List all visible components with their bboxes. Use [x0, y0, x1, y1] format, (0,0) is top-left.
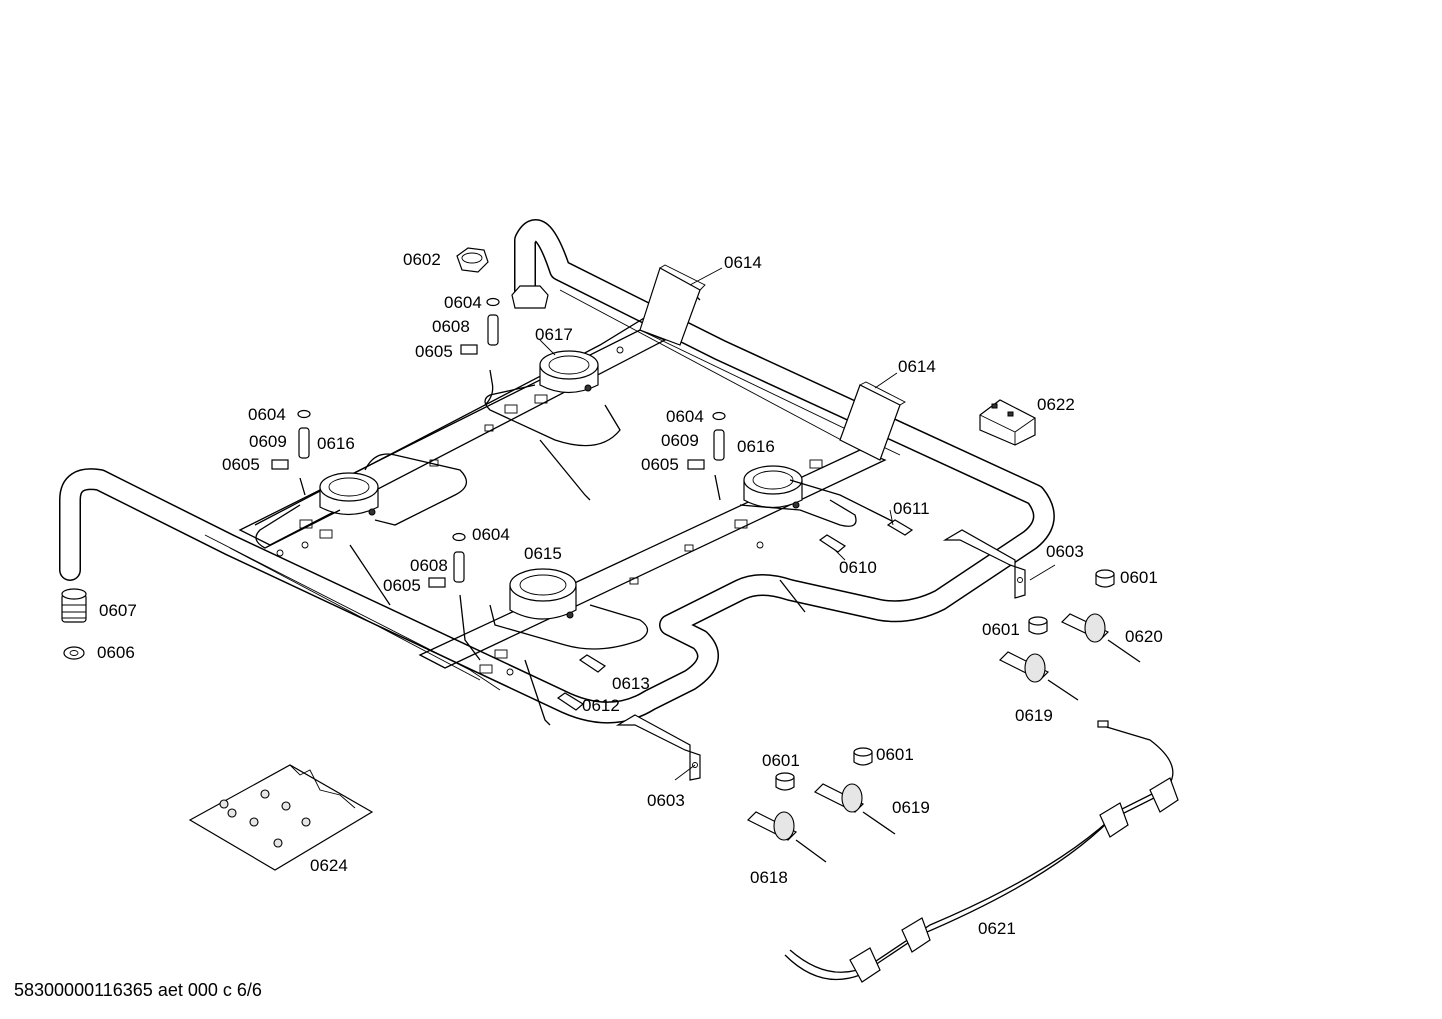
injector-0612 [556, 692, 585, 711]
label-0606: 0606 [97, 643, 135, 662]
label-0601: 0601 [1120, 568, 1158, 587]
label-0618: 0618 [750, 868, 788, 887]
label-0603: 0603 [1046, 542, 1084, 561]
gas-pipe-frame [59, 219, 1055, 724]
part-labels: 0602 0614 0614 0604 0608 0617 0605 0604 … [97, 250, 1163, 938]
label-0605: 0605 [383, 576, 421, 595]
connector-0622 [979, 399, 1036, 446]
label-0613: 0613 [612, 674, 650, 693]
burner-0615 [509, 568, 577, 620]
label-0607: 0607 [99, 601, 137, 620]
label-0609: 0609 [249, 432, 287, 451]
label-0619: 0619 [892, 798, 930, 817]
label-0616: 0616 [317, 434, 355, 453]
label-0620: 0620 [1125, 627, 1163, 646]
leader-lines [539, 267, 1056, 781]
label-0604: 0604 [666, 407, 704, 426]
label-0624: 0624 [310, 856, 348, 875]
label-0604: 0604 [248, 405, 286, 424]
label-0605: 0605 [641, 455, 679, 474]
bracket-0614-top [639, 264, 706, 346]
label-0601: 0601 [762, 751, 800, 770]
label-0622: 0622 [1037, 395, 1075, 414]
label-0612: 0612 [582, 696, 620, 715]
injector-0613 [578, 654, 607, 673]
burner-0616-right [743, 465, 803, 509]
label-0610: 0610 [839, 558, 877, 577]
label-0603: 0603 [647, 791, 685, 810]
valve-0620 [1060, 613, 1141, 663]
nut-0602 [456, 247, 489, 273]
bracket-0603-left [615, 714, 701, 781]
label-0605: 0605 [222, 455, 260, 474]
label-0604: 0604 [472, 525, 510, 544]
ignition-harness-0621 [784, 720, 1179, 983]
bushings-0601 [775, 569, 1115, 791]
bracket-0614-right [839, 381, 906, 461]
valve-0618 [746, 811, 827, 863]
burner-0616-left [319, 472, 379, 516]
label-0608: 0608 [410, 556, 448, 575]
label-0619: 0619 [1015, 706, 1053, 725]
valve-0619-right [998, 651, 1079, 701]
fitting-0607 [61, 588, 87, 623]
label-0611: 0611 [893, 499, 930, 518]
label-0621: 0621 [978, 919, 1016, 938]
washers-0604 [297, 297, 726, 542]
label-0614: 0614 [724, 253, 762, 272]
document-id: 58300000116365 aet 000 c 6/6 [14, 980, 262, 1000]
label-0617: 0617 [535, 325, 573, 344]
electrodes [298, 314, 725, 583]
label-0609: 0609 [661, 431, 699, 450]
valve-0619-center [813, 783, 896, 835]
bracket-0603-right [942, 529, 1026, 599]
washer-0606 [63, 646, 85, 660]
label-0604: 0604 [444, 293, 482, 312]
label-0614: 0614 [898, 357, 936, 376]
injector-0610 [818, 534, 847, 553]
label-0615: 0615 [524, 544, 562, 563]
pipe-nut-top [511, 285, 549, 309]
screw-bag-0624 [188, 764, 374, 871]
label-0601: 0601 [982, 620, 1020, 639]
label-0602: 0602 [403, 250, 441, 269]
gas-tubes [255, 369, 901, 726]
burner-0617 [539, 350, 599, 394]
label-0605: 0605 [415, 342, 453, 361]
label-0616: 0616 [737, 437, 775, 456]
clips-0605 [271, 344, 705, 588]
injector-0611 [886, 519, 914, 536]
label-0601: 0601 [876, 745, 914, 764]
label-0608: 0608 [432, 317, 470, 336]
